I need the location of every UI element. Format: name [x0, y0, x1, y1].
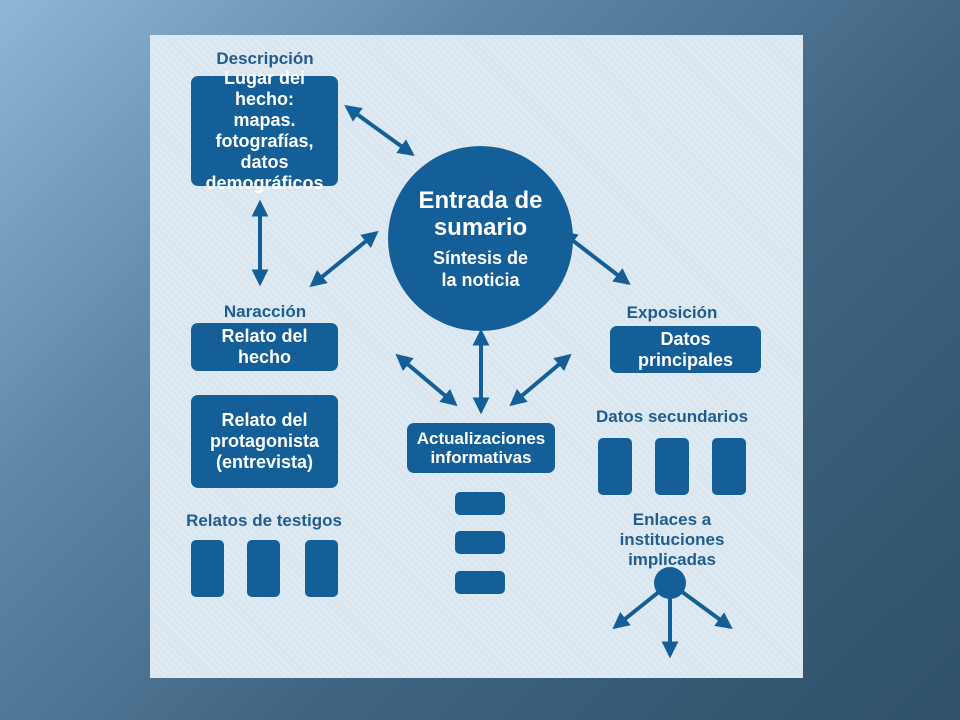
arrow-center-naracion [309, 230, 379, 288]
actualizacion-block-3 [455, 571, 505, 594]
enlaces-hub-node [654, 567, 686, 599]
naracion-label: Naracción [223, 302, 307, 321]
exposicion-label: Exposición [626, 303, 718, 322]
secundario-block-2 [655, 438, 689, 495]
center-circle: Entrada de sumario Síntesis de la notici… [388, 146, 573, 331]
testigo-block-3 [305, 540, 338, 597]
secundario-block-3 [712, 438, 746, 495]
actualizacion-block-2 [455, 531, 505, 554]
enlaces-instituciones-label: Enlaces a instituciones implicadas [619, 510, 725, 569]
center-subtitle: Síntesis de la noticia [432, 247, 529, 290]
datos-principales-box: Datos principales [610, 326, 761, 373]
testigo-block-2 [247, 540, 280, 597]
descripcion-box: Lugar del hecho: mapas. fotografías, dat… [191, 68, 338, 193]
relato-protagonista-box: Relato del protagonista (entrevista) [191, 395, 338, 488]
arrow-descripcion-center [344, 105, 415, 156]
testigo-block-1 [191, 540, 224, 597]
secundario-block-1 [598, 438, 632, 495]
diagram-panel: Descripción Lugar del hecho: mapas. foto… [150, 35, 803, 678]
arrow-center-exposicion [560, 230, 631, 286]
actualizaciones-box: Actualizaciones informativas [407, 423, 555, 473]
actualizacion-block-1 [455, 492, 505, 515]
descripcion-label: Descripción [216, 49, 314, 68]
connector-arrows [251, 105, 733, 659]
relato-del-hecho-box: Relato del hecho [191, 323, 338, 371]
arrow-exposicion-actualizaciones [509, 353, 572, 407]
relatos-testigos-label: Relatos de testigos [186, 511, 342, 530]
arrow-naracion-actualizaciones [395, 353, 458, 407]
datos-secundarios-label: Datos secundarios [596, 407, 749, 426]
center-title: Entrada de sumario [418, 186, 543, 241]
